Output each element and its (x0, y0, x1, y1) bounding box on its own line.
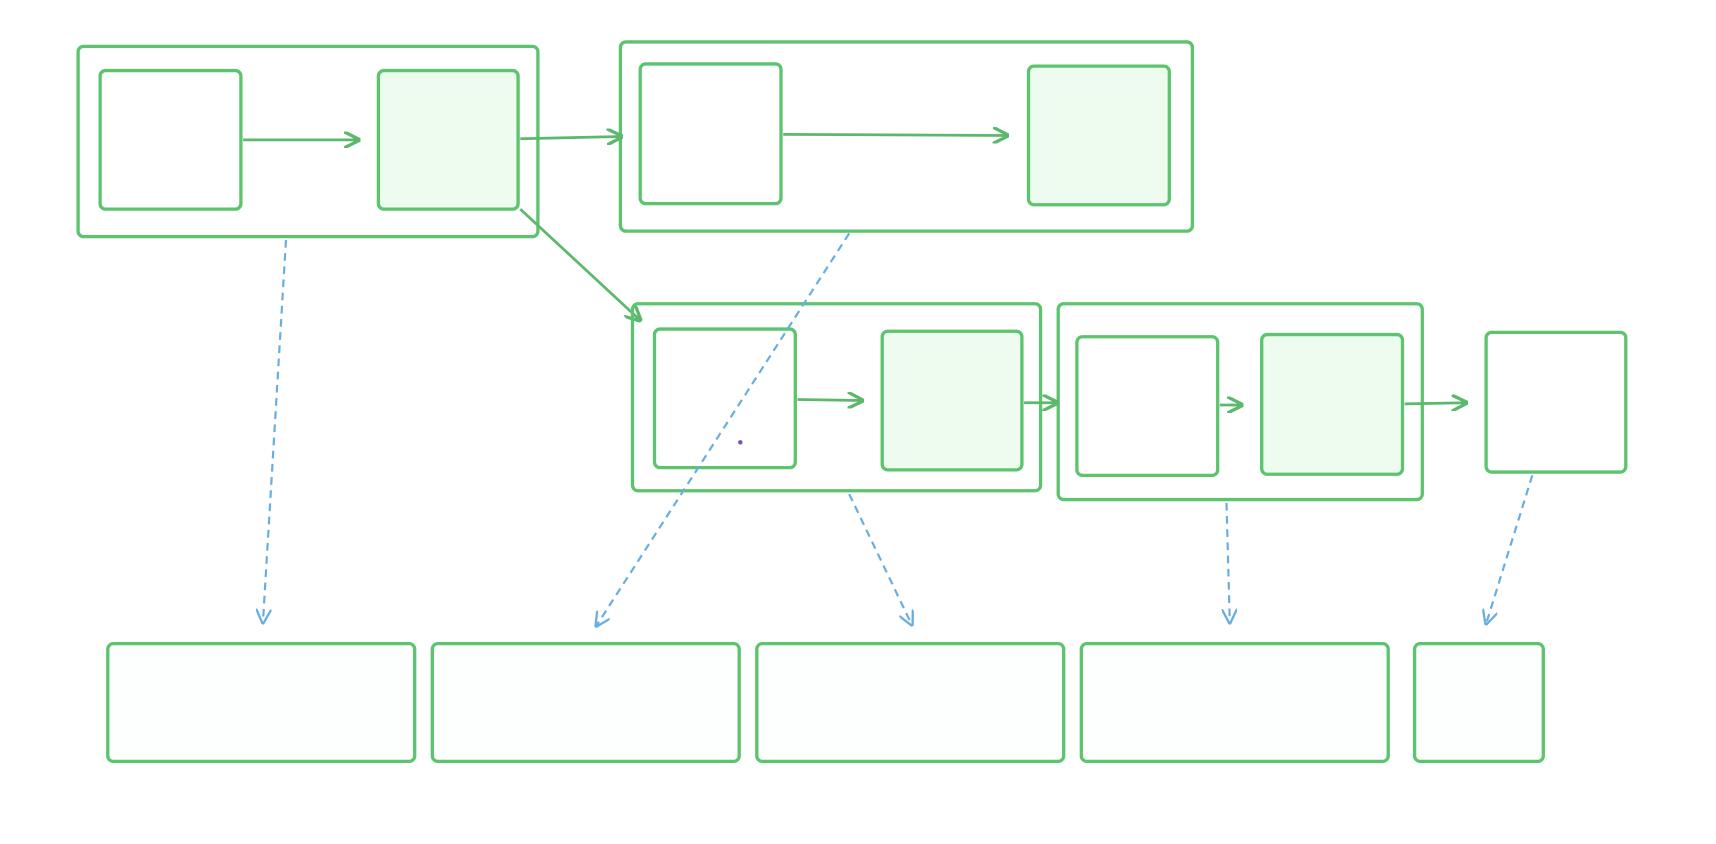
arrow-1b-2a (520, 137, 621, 139)
bottom-box-1 (106, 642, 417, 763)
group-3-node-a (652, 327, 797, 470)
bottom-box-2 (430, 642, 741, 763)
group-1-node-a (98, 68, 243, 211)
arrow-1b-3a (519, 208, 640, 320)
bottom-box-4 (1079, 642, 1390, 763)
group-3 (630, 302, 1043, 493)
arrow-3a-3b (797, 399, 863, 400)
dashed-arrow-1 (263, 239, 288, 623)
arrow-4b-5 (1404, 403, 1467, 404)
group-3-node-b (880, 329, 1024, 472)
group-4-node-b (1260, 332, 1405, 476)
dashed-arrow-5 (1486, 475, 1534, 623)
group-2-node-b (1026, 64, 1171, 207)
group-1-node-b (376, 68, 520, 211)
bottom-box-5 (1412, 642, 1545, 763)
dashed-arrow-2 (596, 232, 851, 626)
group-2-node-a (638, 62, 783, 206)
dashed-arrow-4 (1227, 502, 1230, 623)
node-5 (1484, 330, 1628, 474)
group-4-node-a (1075, 335, 1220, 477)
cursor-dot (738, 440, 743, 445)
dashed-arrow-3 (848, 493, 912, 625)
arrow-2a-2b (783, 134, 1007, 135)
group-1 (76, 44, 540, 239)
bottom-box-3 (755, 642, 1066, 763)
